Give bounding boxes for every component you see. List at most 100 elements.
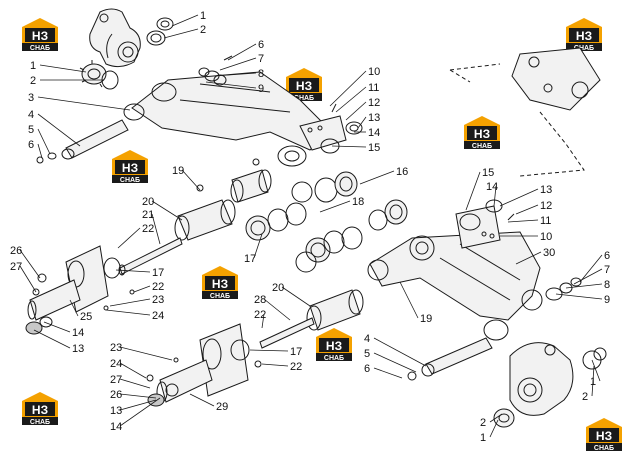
part-callout-label: 6 [258, 39, 264, 51]
part-callout-label: 27 [110, 374, 122, 386]
leader-line [213, 72, 257, 77]
leader-line [555, 293, 603, 300]
part-callout-label: 14 [72, 327, 84, 339]
leader-line [219, 57, 257, 71]
leader-lines [19, 14, 603, 438]
part-callout-label: 26 [110, 389, 122, 401]
leader-line [37, 96, 131, 111]
leader-line [33, 329, 71, 349]
leader-line [119, 362, 147, 379]
part-callout-label: 30 [543, 247, 555, 259]
part-callout-label: 20 [142, 196, 154, 208]
part-callout-label: 7 [604, 264, 610, 276]
leader-line [105, 309, 151, 316]
leader-line [253, 233, 263, 259]
part-callout-label: 23 [110, 342, 122, 354]
leader-line [373, 337, 427, 367]
part-callout-label: 7 [258, 53, 264, 65]
bearing-set-17-18 [245, 202, 363, 273]
part-callout-label: 2 [480, 417, 486, 429]
leader-line [573, 268, 603, 285]
nz-snab-logo: НЗ СНАБ [22, 18, 58, 52]
logo-subtext: СНАБ [472, 143, 492, 150]
leader-line [465, 171, 481, 211]
part-callout-label: 28 [254, 294, 266, 306]
part-callout-label: 22 [152, 281, 164, 293]
leader-line [373, 367, 403, 379]
leader-line [117, 227, 141, 249]
part-callout-label: 9 [258, 83, 264, 95]
part-callout-label: 29 [216, 401, 228, 413]
part-callout-label: 22 [142, 223, 154, 235]
part-callout-label: 9 [604, 294, 610, 306]
hub-left [27, 245, 135, 321]
part-callout-label: 22 [290, 361, 302, 373]
leader-line [263, 298, 291, 321]
steering-knuckle-bottom-right [493, 342, 607, 428]
part-callout-label: 14 [368, 127, 380, 139]
leader-line [489, 419, 499, 438]
part-callout-label: 10 [368, 66, 380, 78]
part-callout-label: 12 [540, 200, 552, 212]
caps-left [25, 316, 53, 335]
logo-subtext: СНАБ [30, 45, 50, 52]
part-callout-label: 15 [482, 167, 494, 179]
logo-mark-text: НЗ [122, 161, 138, 175]
leader-line [359, 170, 395, 185]
logo-mark-text: НЗ [32, 403, 48, 417]
leader-line [319, 200, 351, 213]
leader-line [579, 254, 603, 283]
leader-line [345, 101, 367, 121]
leader-line [119, 399, 157, 411]
part-callout-label: 20 [272, 282, 284, 294]
leader-line [515, 251, 542, 265]
gear-bearing-left [79, 60, 119, 90]
leader-line [493, 185, 497, 207]
part-callout-label: 24 [152, 310, 164, 322]
leader-line [335, 86, 367, 113]
part-callout-label: 13 [368, 112, 380, 124]
leader-line [69, 299, 79, 317]
logo-subtext: СНАБ [324, 355, 344, 362]
leader-line [373, 352, 417, 373]
bearing-set-16 [291, 171, 408, 231]
logo-mark-text: НЗ [32, 29, 48, 43]
leader-line [189, 393, 215, 407]
leader-line [163, 28, 199, 39]
part-callout-label: 19 [172, 165, 184, 177]
part-callout-label: 5 [364, 348, 370, 360]
leader-line [119, 378, 151, 389]
hub-lower [146, 323, 250, 407]
leader-line [37, 128, 51, 155]
leader-line [133, 285, 151, 293]
mount-bracket-middle [455, 199, 515, 249]
pin-left [36, 119, 129, 164]
part-callout-label: 8 [258, 68, 264, 80]
part-callout-label: 23 [152, 294, 164, 306]
leader-line [109, 298, 151, 307]
seals-top-right [198, 55, 233, 86]
seal-rings-top [146, 17, 174, 46]
logo-mark-text: НЗ [474, 127, 490, 141]
leader-line [499, 188, 539, 207]
part-callout-label: 17 [244, 253, 256, 265]
leader-line [591, 359, 601, 382]
leader-line [43, 321, 71, 333]
part-callout-label: 16 [396, 166, 408, 178]
mount-bracket-top [299, 103, 363, 154]
part-callout-label: 10 [540, 231, 552, 243]
part-callout-label: 6 [364, 363, 370, 375]
leader-line [119, 346, 173, 361]
bushings-center [196, 158, 272, 203]
part-callout-label: 2 [200, 24, 206, 36]
leader-line [151, 200, 183, 221]
logo-mark-text: НЗ [212, 277, 228, 291]
leader-line [37, 113, 81, 147]
logo-mark-text: НЗ [576, 29, 592, 43]
part-callout-label: 25 [80, 311, 92, 323]
